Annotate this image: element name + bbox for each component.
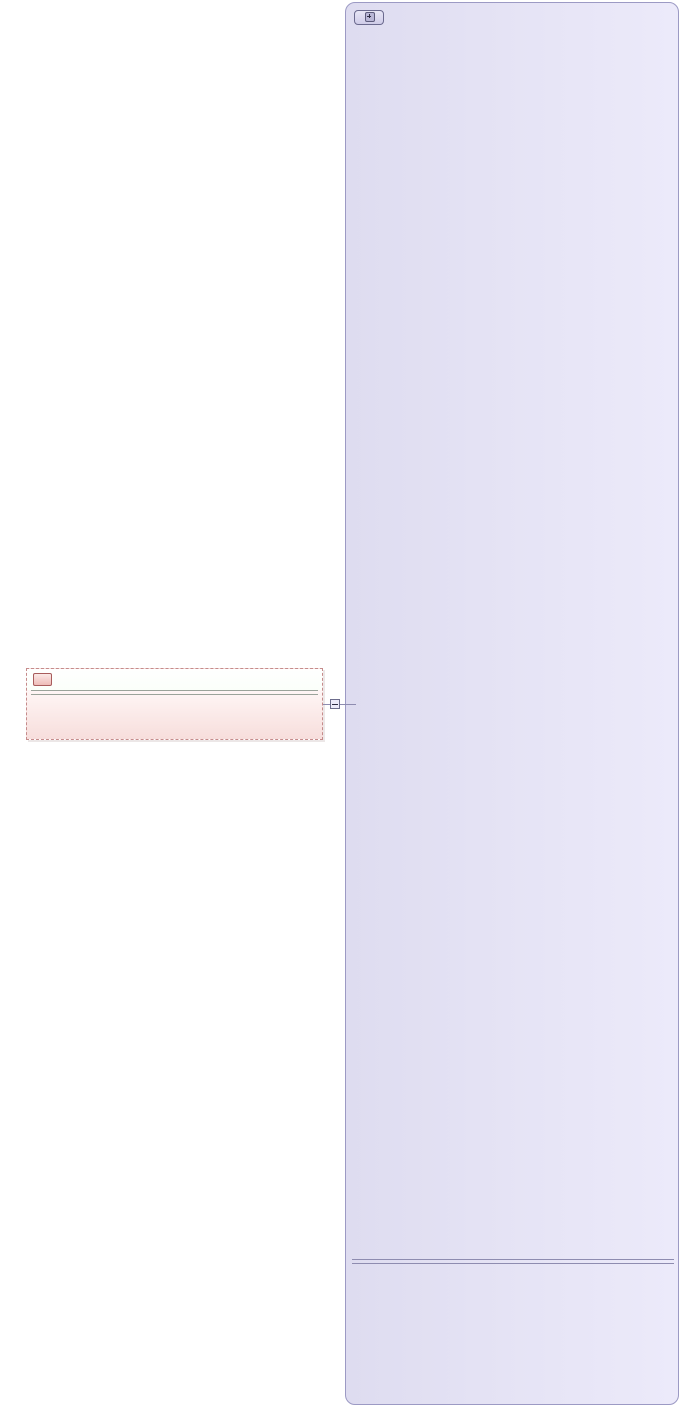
complextype-header xyxy=(354,7,391,27)
divider xyxy=(31,690,318,691)
element-header xyxy=(27,669,322,690)
element-icon xyxy=(33,673,52,686)
divider xyxy=(31,694,318,695)
element-box-vdscode[interactable] xyxy=(26,668,323,740)
connector-right xyxy=(340,704,356,705)
footer-documentation xyxy=(352,1264,674,1270)
divider xyxy=(352,1263,674,1264)
complextype-container xyxy=(345,2,679,1405)
expand-plus-icon[interactable] xyxy=(364,12,375,22)
divider xyxy=(352,1259,674,1260)
collapse-toggle-icon[interactable] xyxy=(330,699,340,709)
type-detail-footer xyxy=(352,1259,674,1270)
complextype-icon xyxy=(354,9,384,25)
element-documentation xyxy=(27,695,322,699)
connector-left xyxy=(323,704,330,705)
